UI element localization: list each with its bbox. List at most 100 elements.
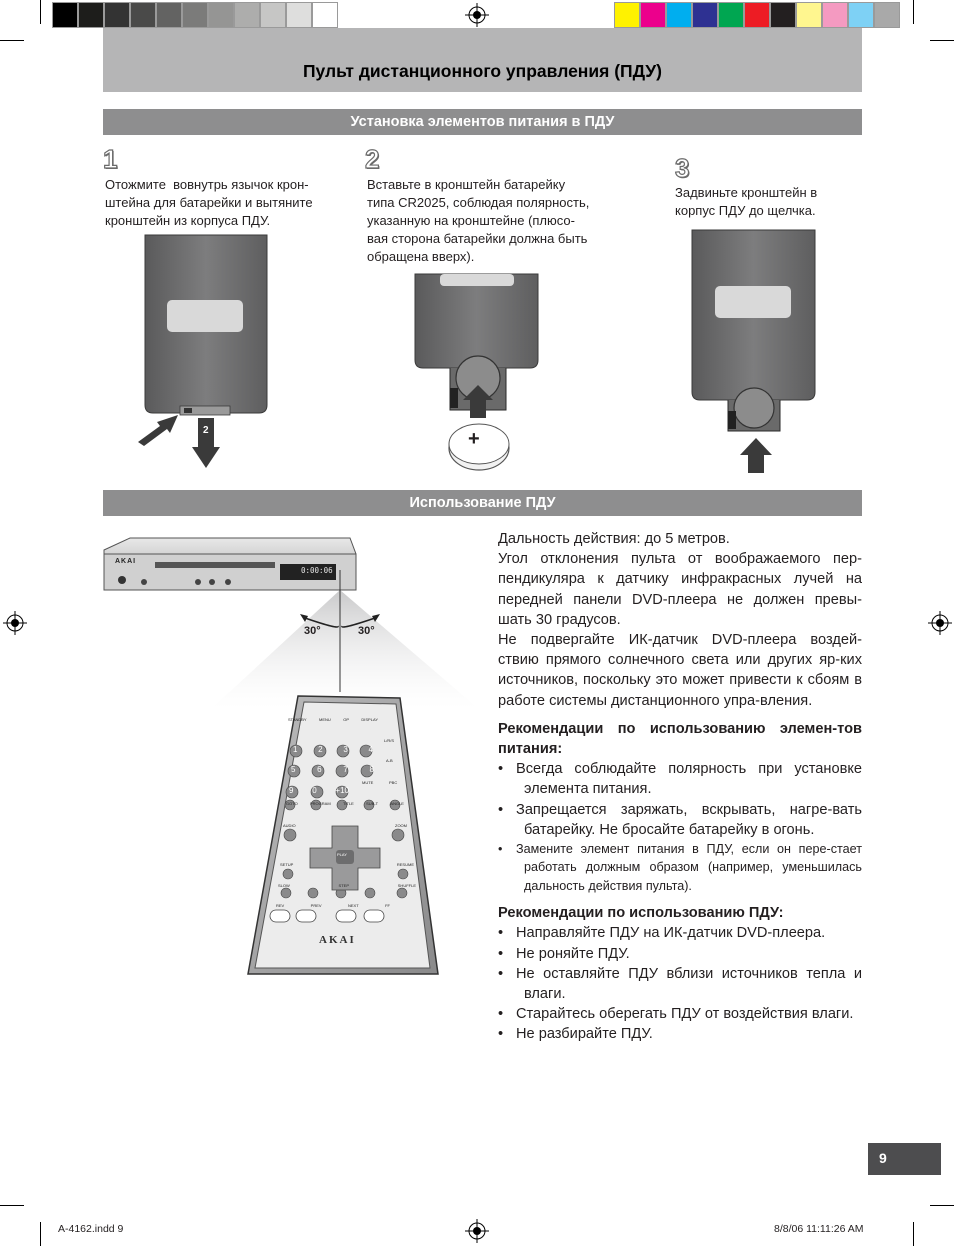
color-swatch (874, 2, 900, 28)
remote-key-4: 4 (368, 745, 373, 754)
remote-key-2: 2 (318, 745, 323, 754)
remote-label-ab: A-B (386, 758, 393, 763)
battery-step3-illustration (691, 229, 816, 473)
paragraph-angle: Угол отклонения пульта от воображаемого … (498, 551, 862, 628)
remote-digits-row2: 5 6 7 8 (291, 765, 374, 774)
remote-key-5: 5 (291, 765, 296, 774)
remote-label-ff: FF (385, 903, 390, 908)
crop-mark (930, 1205, 954, 1206)
footer-timestamp: 8/8/06 11:11:26 AM (774, 1223, 864, 1235)
gray-swatch (78, 2, 104, 28)
crop-mark (40, 1222, 41, 1246)
remote-label-resume: RESUME (396, 862, 414, 867)
registration-mark-icon (928, 611, 952, 635)
player-display-readout: 0:00:06 (301, 566, 333, 575)
color-swatch (692, 2, 718, 28)
crop-mark (40, 0, 41, 24)
gray-swatch (52, 2, 78, 28)
footer-file-info: A-4162.indd 9 (58, 1223, 124, 1235)
color-swatch (614, 2, 640, 28)
list-item: Направляйте ПДУ на ИК-датчик DVD-плеера. (498, 923, 862, 943)
step-text-3: Задвиньте кронштейн в корпус ПДУ до щелч… (675, 185, 818, 218)
crop-mark (913, 0, 914, 24)
color-swatch (796, 2, 822, 28)
step-number-1: 1 (102, 143, 118, 174)
registration-mark-icon (3, 611, 27, 635)
remote-digits-row3: 9 0 +10 (289, 786, 349, 795)
gray-swatch (208, 2, 234, 28)
remote-label-slow: SLOW (278, 883, 290, 888)
registration-mark-icon (465, 3, 489, 27)
remote-brand-logo: AKAI (319, 934, 356, 946)
paragraph-range: Дальность действия: до 5 метров. (498, 531, 730, 547)
remote-label-audio: AUDIO (283, 823, 296, 828)
usage-text-column: Дальность действия: до 5 метров. Угол от… (498, 529, 862, 1045)
remote-recommendations-heading: Рекомендации по использованию ПДУ: (498, 905, 784, 922)
gray-swatch (182, 2, 208, 28)
remote-label-program: PROGRAM (310, 801, 331, 806)
remote-label-zoom: ZOOM (395, 823, 407, 828)
gray-swatch (234, 2, 260, 28)
remote-label-play: PLAY (337, 852, 347, 857)
list-item: Не роняйте ПДУ. (498, 944, 862, 964)
remote-label-mute: MUTE (362, 780, 374, 785)
gray-swatch (104, 2, 130, 28)
remote-label-lrs: L/R/S (384, 738, 395, 743)
color-swatch (718, 2, 744, 28)
section-heading-battery-install: Установка элементов питания в ПДУ (103, 109, 862, 135)
color-swatch (822, 2, 848, 28)
remote-label-op: OP (343, 717, 349, 722)
angle-label-left: 30° (304, 625, 321, 637)
step-number-3: 3 (674, 152, 690, 183)
remote-key-1: 1 (293, 745, 298, 754)
gray-swatch (156, 2, 182, 28)
remote-key-9: 9 (289, 786, 294, 795)
step-text-2: Вставьте в кронштейн батарейку типа CR20… (367, 177, 590, 264)
remote-labels-row-c: SETUP RESUME (280, 862, 414, 867)
remote-key-0: 0 (312, 786, 317, 795)
list-item: Всегда соблюдайте полярность при установ… (498, 759, 862, 799)
battery-step2-illustration (414, 273, 539, 471)
color-swatch (744, 2, 770, 28)
remote-label-setup: SETUP (280, 862, 294, 867)
list-item: Не разбирайте ПДУ. (498, 1024, 862, 1044)
gray-swatch (286, 2, 312, 28)
battery-recommendations-list: Всегда соблюдайте полярность при установ… (498, 759, 862, 895)
remote-key-3: 3 (343, 745, 348, 754)
list-item: Запрещается заряжать, вскрывать, нагре-в… (498, 800, 862, 840)
remote-label-next: NEXT (347, 903, 359, 908)
crop-mark (0, 1205, 24, 1206)
color-swatch (848, 2, 874, 28)
battery-plus-sign: + (468, 428, 480, 450)
remote-label-shuffle: SHUFFLE (397, 883, 416, 888)
section-heading-remote-use: Использование ПДУ (103, 490, 862, 516)
arrow-label-1: 1 (141, 425, 147, 436)
remote-labels-row-d: SLOW STEP SHUFFLE (278, 883, 416, 888)
crop-mark (930, 40, 954, 41)
remote-label-subt: SUB-T (366, 801, 379, 806)
gray-swatch (130, 2, 156, 28)
step-text-1: Отожмите вовнутрь язычок крон- штейна дл… (105, 177, 313, 228)
remote-recommendations-list: Направляйте ПДУ на ИК-датчик DVD-плеера.… (498, 923, 862, 1044)
gray-swatch (312, 2, 338, 28)
player-brand-logo: AKAI (115, 558, 137, 565)
list-item: Замените элемент питания в ПДУ, если он … (498, 840, 862, 895)
remote-digits-row1: 1 2 3 4 (293, 745, 373, 754)
title-bar: Пульт дистанционного управления (ПДУ) (103, 28, 862, 92)
remote-labels-row-bottom: REV PREV NEXT FF (276, 903, 390, 908)
remote-label-goto: GOTO (286, 801, 298, 806)
remote-label-title: TITLE (342, 801, 354, 806)
color-swatch (640, 2, 666, 28)
remote-label-menu: MENU (319, 717, 331, 722)
page-title: Пульт дистанционного управления (ПДУ) (302, 61, 663, 81)
battery-recommendations-heading: Рекомендации по использованию элемен-тов… (498, 720, 862, 758)
gray-swatch (260, 2, 286, 28)
remote-labels-row-b: AUDIO ZOOM (283, 823, 407, 828)
color-swatch (666, 2, 692, 28)
remote-label-standby: STANDBY (288, 717, 307, 722)
color-swatch (770, 2, 796, 28)
remote-label-angle: ANGLE (390, 801, 404, 806)
list-item: Не оставляйте ПДУ вблизи источников тепл… (498, 964, 862, 1004)
list-item: Старайтесь оберегать ПДУ от воздействия … (498, 1004, 862, 1024)
step-number-2: 2 (364, 143, 380, 174)
